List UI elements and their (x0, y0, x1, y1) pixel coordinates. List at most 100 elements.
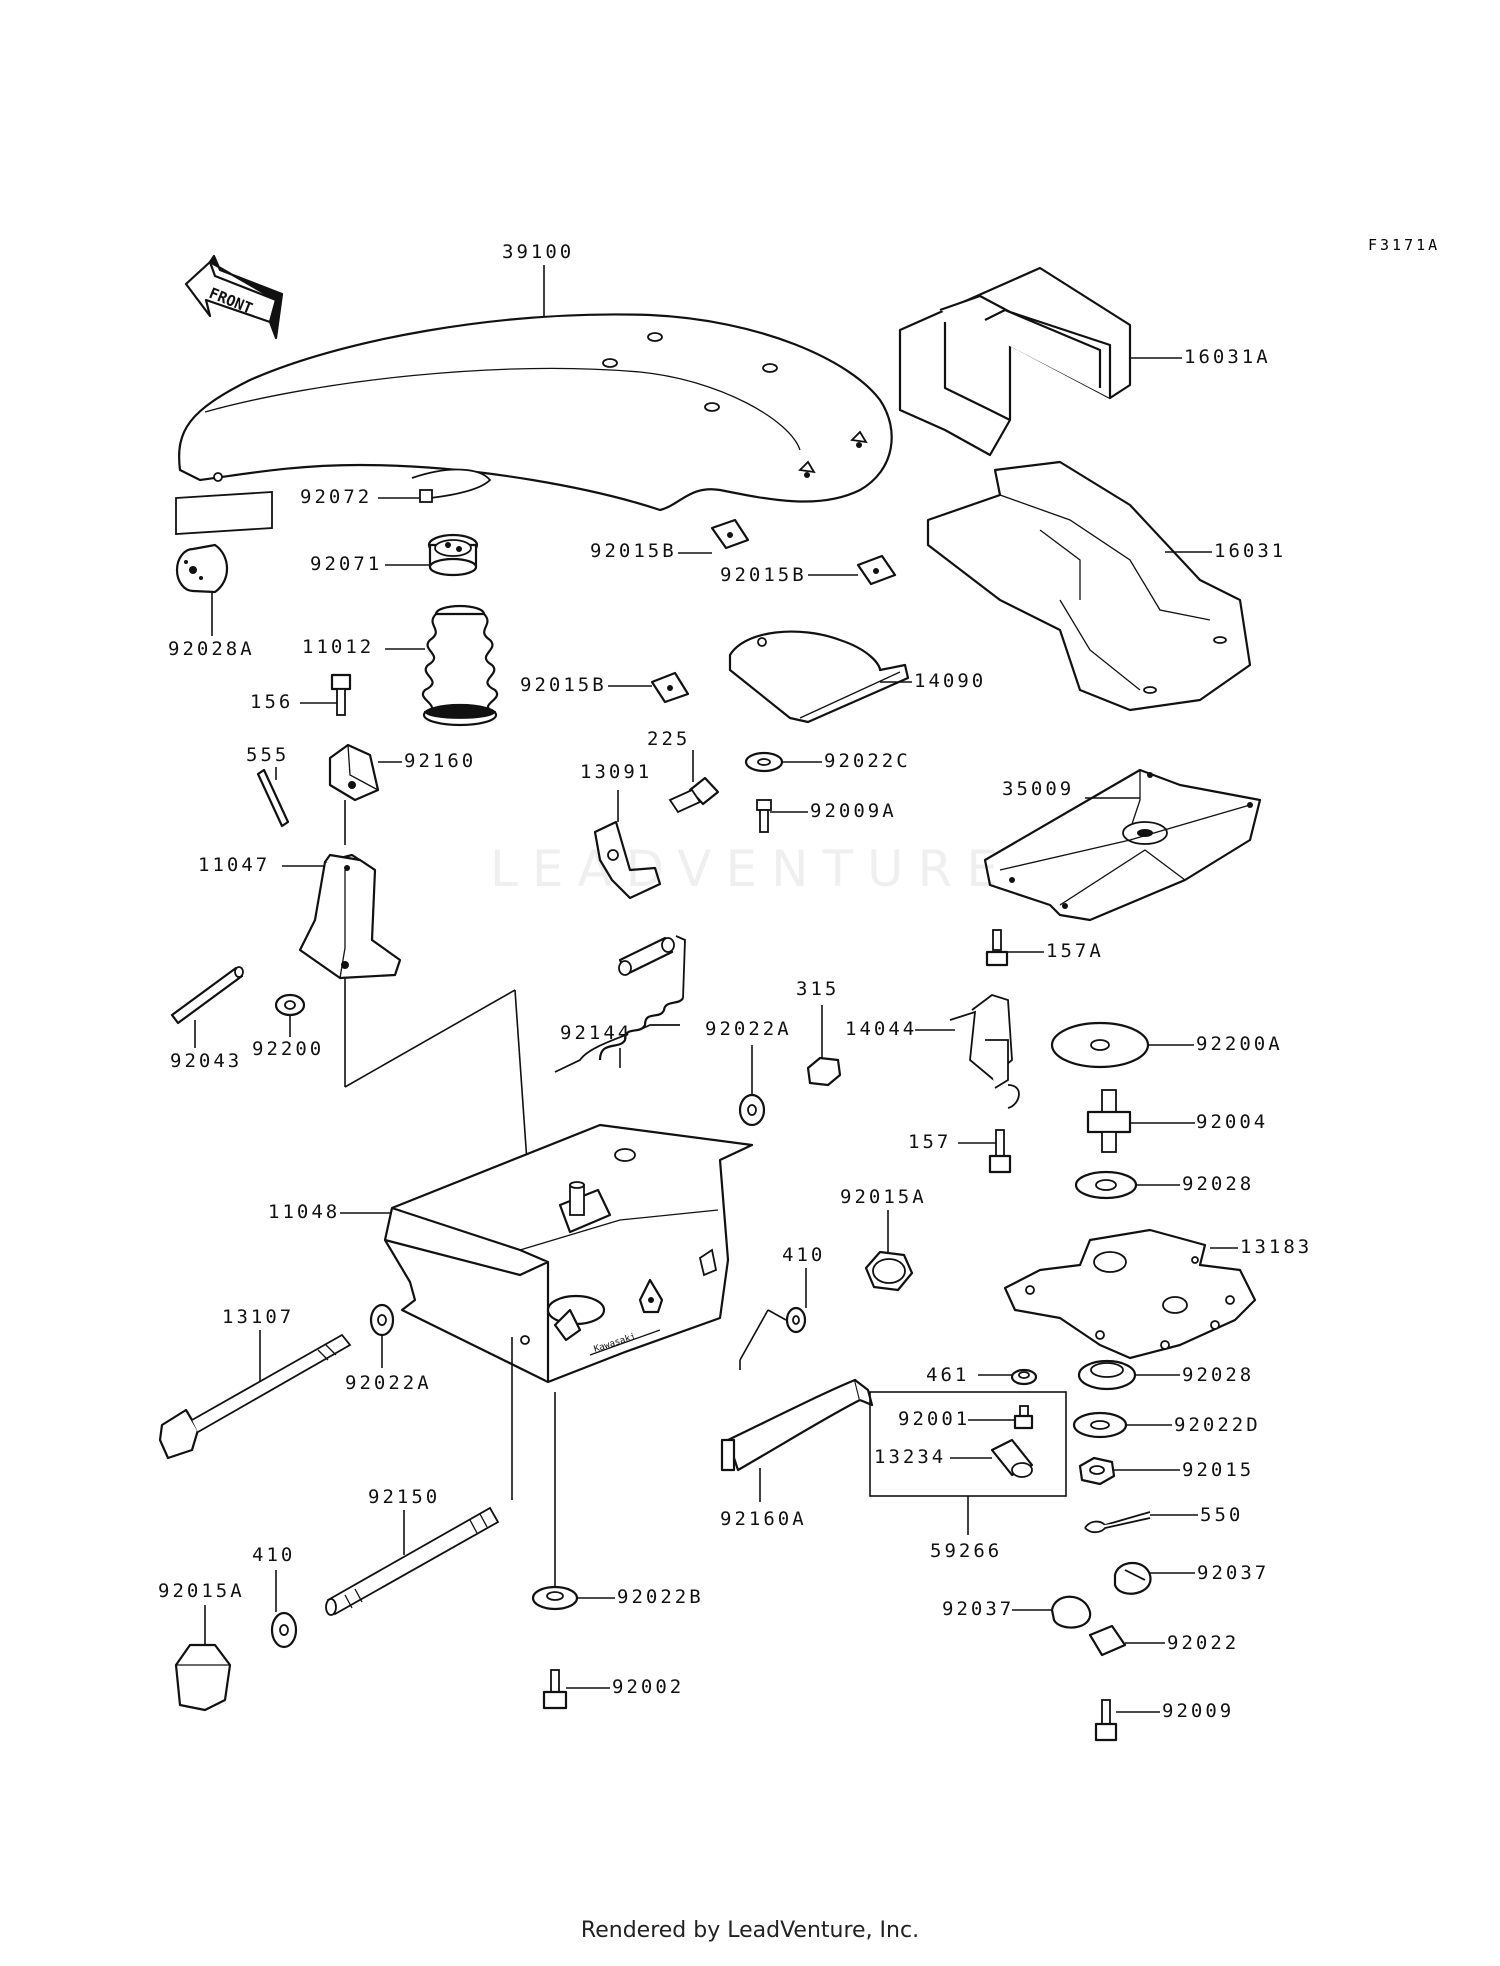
label-92001[interactable]: 92001 (898, 1408, 971, 1430)
label-13107[interactable]: 13107 (222, 1306, 295, 1328)
label-11048[interactable]: 11048 (268, 1201, 341, 1223)
label-92015A-2[interactable]: 92015A (158, 1580, 245, 1602)
part-92022C-washer (744, 751, 784, 773)
label-39100[interactable]: 39100 (502, 241, 575, 263)
part-92028-washer-1 (1074, 1170, 1138, 1200)
label-92071[interactable]: 92071 (310, 553, 383, 575)
label-461[interactable]: 461 (926, 1364, 970, 1386)
part-92022A-washer-2 (369, 1303, 395, 1337)
part-225-bolt (668, 776, 720, 814)
label-11047[interactable]: 11047 (198, 854, 271, 876)
label-92015B-1[interactable]: 92015B (590, 540, 677, 562)
part-92160-damper (328, 743, 380, 802)
label-92022A-2[interactable]: 92022A (345, 1372, 432, 1394)
part-92022B-washer (531, 1585, 579, 1611)
label-16031A[interactable]: 16031A (1184, 346, 1271, 368)
diagram-code: F3171A (1368, 236, 1441, 254)
part-92028-washer-2 (1077, 1359, 1137, 1391)
label-13091[interactable]: 13091 (580, 761, 653, 783)
label-410-2[interactable]: 410 (252, 1544, 296, 1566)
part-410-washer-2 (270, 1611, 298, 1649)
label-92160A[interactable]: 92160A (720, 1508, 807, 1530)
part-315-nut (806, 1056, 842, 1087)
label-92028A[interactable]: 92028A (168, 638, 255, 660)
part-92037-clamp-1 (1113, 1561, 1152, 1595)
part-92037-clamp-2 (1050, 1595, 1092, 1629)
part-157-bolt (988, 1129, 1012, 1174)
label-92200[interactable]: 92200 (252, 1038, 325, 1060)
label-92022A-1[interactable]: 92022A (705, 1018, 792, 1040)
front-arrow-icon: FRONT (184, 254, 284, 340)
label-92022C[interactable]: 92022C (824, 750, 911, 772)
label-92015B-2[interactable]: 92015B (720, 564, 807, 586)
part-92004-stud (1086, 1089, 1132, 1153)
part-92071-grommet (427, 533, 479, 577)
label-225[interactable]: 225 (647, 728, 691, 750)
watermark: LEADVENTURE (490, 840, 1012, 898)
part-13234-fitting (990, 1438, 1034, 1478)
label-14044[interactable]: 14044 (845, 1018, 918, 1040)
part-92022D-washer (1072, 1411, 1128, 1439)
label-92072[interactable]: 92072 (300, 486, 373, 508)
label-13183[interactable]: 13183 (1240, 1236, 1313, 1258)
label-92150[interactable]: 92150 (368, 1486, 441, 1508)
label-92004[interactable]: 92004 (1196, 1111, 1269, 1133)
label-92009A[interactable]: 92009A (810, 800, 897, 822)
part-14090-plate (728, 630, 910, 724)
part-39100-hood (175, 313, 893, 535)
part-156-bolt (330, 673, 352, 716)
label-14090[interactable]: 14090 (914, 670, 987, 692)
label-555[interactable]: 555 (246, 744, 290, 766)
part-13183-plate (1003, 1228, 1257, 1360)
label-550[interactable]: 550 (1200, 1504, 1244, 1526)
label-92200A[interactable]: 92200A (1196, 1033, 1283, 1055)
label-59266[interactable]: 59266 (930, 1540, 1003, 1562)
label-92015A-1[interactable]: 92015A (840, 1186, 927, 1208)
part-14044-clip (949, 994, 1020, 1109)
part-461-nut (1010, 1368, 1038, 1386)
label-92037-1[interactable]: 92037 (1197, 1562, 1270, 1584)
label-92160[interactable]: 92160 (404, 750, 477, 772)
label-157A[interactable]: 157A (1046, 940, 1104, 962)
label-315[interactable]: 315 (796, 978, 840, 1000)
label-156[interactable]: 156 (250, 691, 294, 713)
part-92001-bolt (1013, 1405, 1034, 1430)
part-550-cotter-pin (1084, 1511, 1151, 1534)
label-92037-2[interactable]: 92037 (942, 1598, 1015, 1620)
part-11048-battery-tray: Kawasaki (383, 1123, 754, 1384)
label-16031[interactable]: 16031 (1214, 540, 1287, 562)
part-11047-bracket (298, 853, 402, 980)
label-92028-2[interactable]: 92028 (1182, 1364, 1255, 1386)
label-13234[interactable]: 13234 (874, 1446, 947, 1468)
part-92022-clip (1088, 1624, 1127, 1657)
label-157[interactable]: 157 (908, 1131, 952, 1153)
part-92009A-bolt (756, 799, 772, 833)
part-92015B-clip-2 (856, 554, 897, 586)
part-92144-spring (554, 935, 686, 1073)
part-13107-bolt (158, 1333, 352, 1460)
label-92015[interactable]: 92015 (1182, 1459, 1255, 1481)
label-92144[interactable]: 92144 (560, 1022, 633, 1044)
part-92160A-damper (720, 1378, 874, 1472)
label-92022[interactable]: 92022 (1167, 1632, 1240, 1654)
part-92015-nut (1078, 1456, 1116, 1486)
label-92043[interactable]: 92043 (170, 1050, 243, 1072)
label-92002[interactable]: 92002 (612, 1676, 685, 1698)
part-92022A-washer-1 (738, 1093, 766, 1127)
label-92028-1[interactable]: 92028 (1182, 1173, 1255, 1195)
part-92015B-clip-1 (710, 518, 750, 550)
label-410-1[interactable]: 410 (782, 1244, 826, 1266)
label-92015B-3[interactable]: 92015B (520, 674, 607, 696)
part-11012-bellows (421, 604, 499, 727)
label-92022B[interactable]: 92022B (617, 1586, 704, 1608)
label-35009[interactable]: 35009 (1002, 778, 1075, 800)
part-92028A-mount (175, 543, 229, 594)
footer-credit: Rendered by LeadVenture, Inc. (580, 1918, 920, 1943)
label-92009[interactable]: 92009 (1162, 1700, 1235, 1722)
part-92200A-washer (1050, 1021, 1150, 1069)
label-92022D[interactable]: 92022D (1174, 1414, 1261, 1436)
part-410-washer-1 (785, 1306, 807, 1334)
part-16031-duct (926, 460, 1252, 712)
label-11012[interactable]: 11012 (302, 636, 375, 658)
